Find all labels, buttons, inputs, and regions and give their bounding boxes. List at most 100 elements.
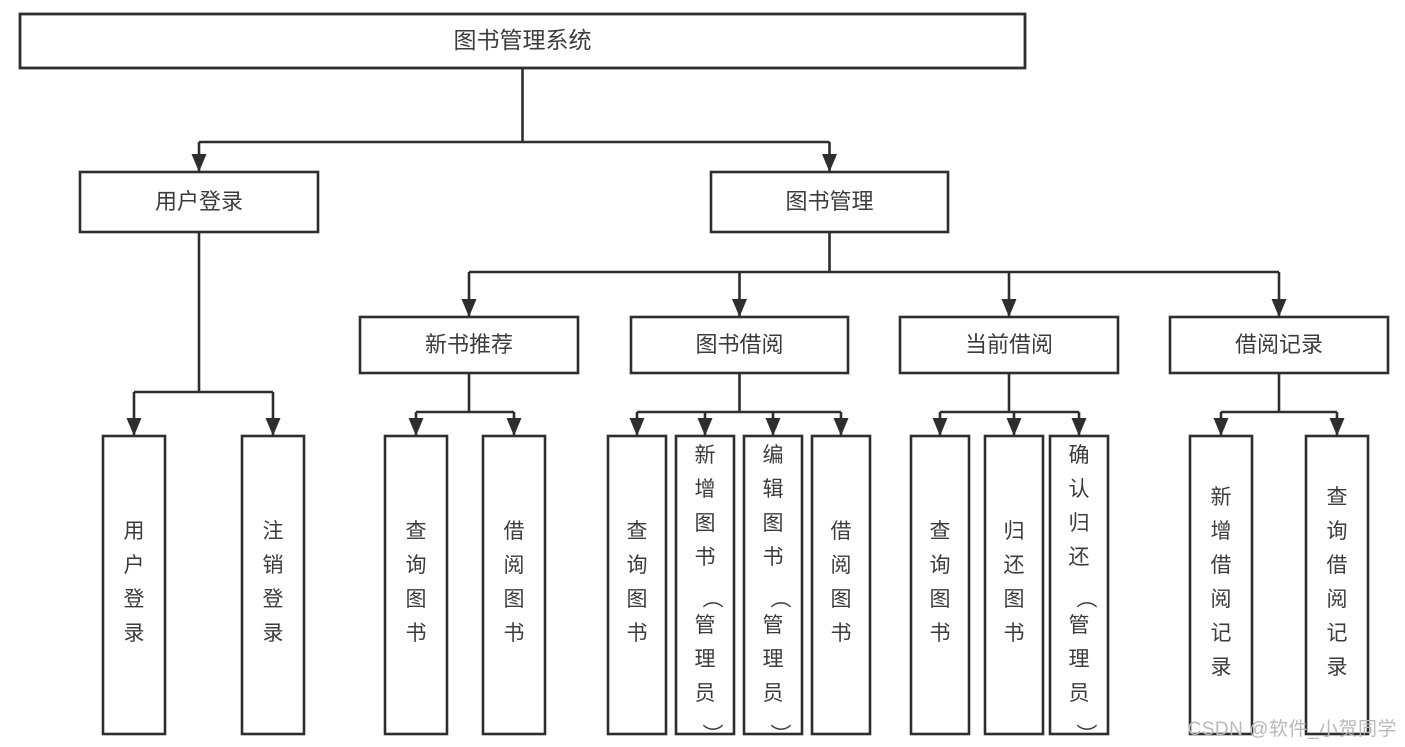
svg-text:查: 查 <box>627 520 648 543</box>
svg-text:认: 认 <box>1069 478 1090 501</box>
nodes-layer: 图书管理系统用户登录图书管理新书推荐图书借阅当前借阅借阅记录用户登录注销登录查询… <box>18 12 1390 745</box>
svg-text:登: 登 <box>124 588 145 611</box>
svg-text:记: 记 <box>1327 622 1348 645</box>
level2-node-1-label: 图书管理 <box>785 189 873 214</box>
mgmt-to-level3-arrow-0 <box>461 299 477 317</box>
svg-text:阅: 阅 <box>1211 588 1232 611</box>
svg-text:记: 记 <box>1211 622 1232 645</box>
level3-node-2-label: 当前借阅 <box>965 332 1053 357</box>
root-node-label: 图书管理系统 <box>454 27 592 53</box>
level2-node-0-label: 用户登录 <box>155 189 243 214</box>
svg-text:阅: 阅 <box>1327 588 1348 611</box>
level3-node-2-box <box>898 315 1120 375</box>
svg-text:辑: 辑 <box>763 478 784 501</box>
svg-text:（: （ <box>768 588 791 609</box>
svg-text:询: 询 <box>406 554 427 577</box>
svg-text:图: 图 <box>695 512 716 535</box>
svg-text:注: 注 <box>263 520 284 543</box>
level2-node-0[interactable]: 用户登录 <box>78 170 320 234</box>
svg-text:书: 书 <box>406 622 427 645</box>
leaf-node-0[interactable]: 用户登录 <box>101 434 167 736</box>
level3-1-to-leaves-arrow-1 <box>697 418 713 436</box>
level3-node-2[interactable]: 当前借阅 <box>898 315 1120 375</box>
level3-2-to-leaves-arrow-1 <box>1006 418 1022 436</box>
mgmt-to-level3-arrow-3 <box>1271 299 1287 317</box>
level3-node-3-label: 借阅记录 <box>1235 332 1323 357</box>
svg-text:询: 询 <box>930 554 951 577</box>
leaf-node-9-box <box>983 434 1045 736</box>
svg-text:书: 书 <box>627 622 648 645</box>
leaf-node-2-box <box>383 434 449 736</box>
svg-text:归: 归 <box>1004 520 1025 543</box>
level3-node-1-box <box>629 315 850 375</box>
svg-text:书: 书 <box>831 622 852 645</box>
svg-text:员: 员 <box>1069 682 1090 705</box>
svg-text:登: 登 <box>263 588 284 611</box>
leaf-node-0-label: 用户登录 <box>124 520 145 645</box>
root-to-level2-arrow-0 <box>191 154 207 172</box>
level3-node-0[interactable]: 新书推荐 <box>358 315 580 375</box>
svg-text:借: 借 <box>1211 554 1232 577</box>
level3-node-3[interactable]: 借阅记录 <box>1168 315 1390 375</box>
watermark-text: CSDN @软件_小贺同学 <box>1187 719 1397 740</box>
level3-0-to-leaves-arrow-0 <box>408 418 424 436</box>
svg-text:录: 录 <box>124 622 145 645</box>
level3-node-1[interactable]: 图书借阅 <box>629 315 850 375</box>
level3-node-0-box <box>358 315 580 375</box>
leaf-node-0-box <box>101 434 167 736</box>
svg-text:）: ） <box>768 724 791 745</box>
level3-2-to-leaves-arrow-2 <box>1071 418 1087 436</box>
svg-text:员: 员 <box>763 682 784 705</box>
login-to-leaves-arrow-0 <box>126 418 142 436</box>
level3-node-3-box <box>1168 315 1390 375</box>
level3-2-to-leaves-arrow-0 <box>932 418 948 436</box>
svg-text:还: 还 <box>1069 546 1090 569</box>
svg-text:理: 理 <box>763 648 784 671</box>
svg-text:销: 销 <box>263 554 284 577</box>
level3-node-0-label: 新书推荐 <box>425 332 513 357</box>
leaf-node-10-box <box>1048 434 1110 736</box>
svg-text:用: 用 <box>124 520 145 543</box>
svg-text:新: 新 <box>1211 486 1232 509</box>
svg-text:录: 录 <box>263 622 284 645</box>
leaf-node-6-box <box>742 434 804 736</box>
level3-node-1-label: 图书借阅 <box>695 332 783 357</box>
level3-0-to-leaves-arrow-1 <box>506 418 522 436</box>
svg-text:查: 查 <box>930 520 951 543</box>
svg-text:图: 图 <box>831 588 852 611</box>
svg-text:（: （ <box>1074 588 1097 609</box>
leaf-node-8-box <box>909 434 971 736</box>
leaf-node-3-box <box>481 434 547 736</box>
root-node[interactable]: 图书管理系统 <box>18 12 1027 70</box>
svg-text:户: 户 <box>124 554 145 577</box>
svg-text:图: 图 <box>930 588 951 611</box>
level3-1-to-leaves-arrow-2 <box>765 418 781 436</box>
svg-text:阅: 阅 <box>831 554 852 577</box>
svg-text:增: 增 <box>695 478 716 501</box>
svg-text:新: 新 <box>695 444 716 467</box>
svg-text:借: 借 <box>831 520 852 543</box>
level2-node-1[interactable]: 图书管理 <box>709 170 950 234</box>
svg-text:图: 图 <box>504 588 525 611</box>
svg-text:理: 理 <box>695 648 716 671</box>
svg-text:借: 借 <box>1327 554 1348 577</box>
svg-text:询: 询 <box>1327 520 1348 543</box>
